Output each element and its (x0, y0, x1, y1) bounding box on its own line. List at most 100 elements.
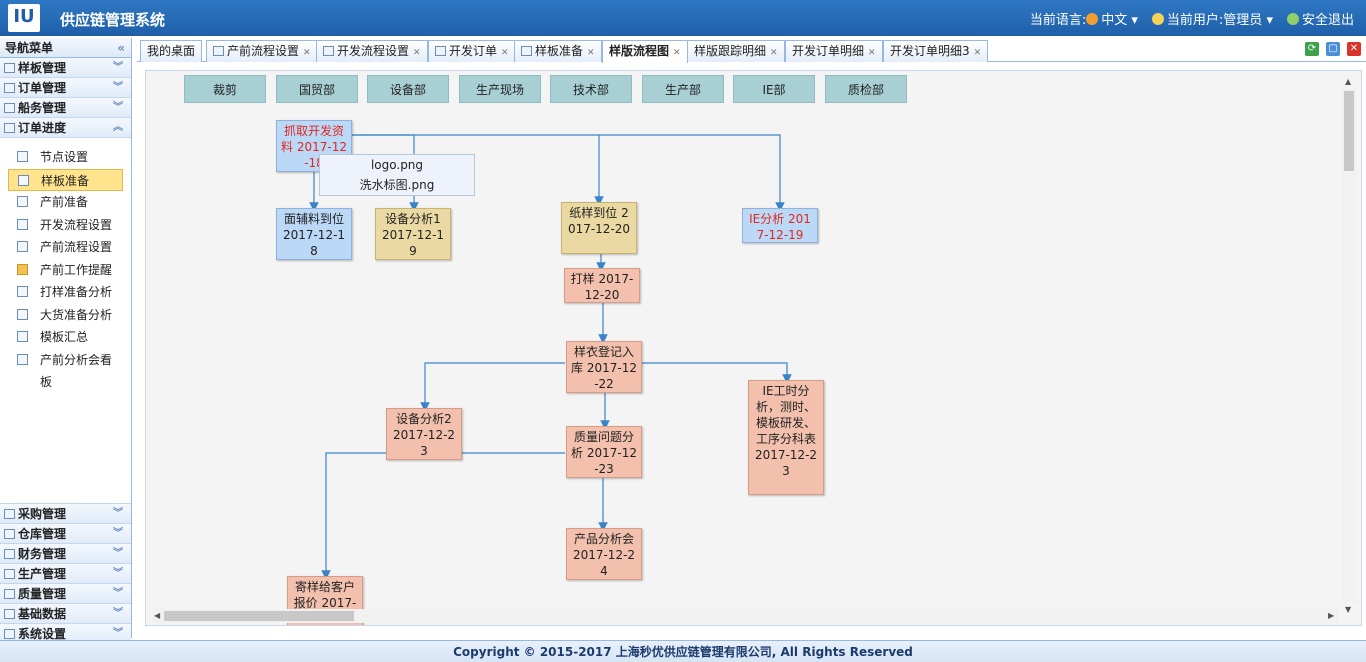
logout-button[interactable]: 安全退出 (1286, 9, 1354, 28)
tab-dev-order-detail[interactable]: 开发订单明细✕ (785, 40, 883, 62)
sidebar-item-preproduction-prep[interactable]: 产前准备 (8, 191, 123, 214)
tab-sample-flowchart[interactable]: 样版流程图✕ (602, 40, 688, 63)
sidebar-group-purchasing[interactable]: 采购管理︾ (0, 504, 131, 524)
folder-icon (4, 103, 15, 113)
chevron-up-icon: ︽ (113, 122, 123, 133)
sidebar-item-node-settings[interactable]: 节点设置 (8, 146, 123, 169)
dept-production: 生产部 (642, 75, 724, 103)
app-logo: IU (8, 4, 40, 32)
item-label: 大货准备分析 (40, 307, 113, 322)
sidebar-item-preproduction-flow-settings[interactable]: 产前流程设置 (8, 236, 123, 259)
flow-node-pattern-ready[interactable]: 纸样到位 2017-12-20 (561, 202, 637, 254)
folder-icon (4, 569, 15, 579)
folder-icon (4, 629, 15, 639)
sidebar-title: 导航菜单 « (0, 38, 131, 58)
collapse-sidebar-icon[interactable]: « (117, 41, 125, 55)
flow-node-quality-analysis[interactable]: 质量问题分析 2017-12-23 (566, 426, 642, 478)
sidebar-item-proofing-analysis[interactable]: 打样准备分析 (8, 281, 123, 304)
close-icon[interactable]: ✕ (673, 48, 681, 58)
tab-dev-flow[interactable]: 开发流程设置✕ (316, 40, 428, 62)
language-selector[interactable]: 当前语言:中文 ▾ (1030, 9, 1138, 28)
close-icon[interactable]: ✕ (868, 48, 876, 58)
item-label: 开发流程设置 (40, 217, 113, 232)
edge-n9-n12 (321, 452, 565, 580)
sidebar-item-work-reminder[interactable]: 产前工作提醒 (8, 259, 123, 282)
tab-my-desktop[interactable]: 我的桌面 (140, 40, 203, 62)
list-icon (17, 196, 28, 207)
flow-node-equipment-analysis-1[interactable]: 设备分析1 2017-12-19 (375, 208, 451, 260)
sidebar-item-bulk-analysis[interactable]: 大货准备分析 (8, 304, 123, 327)
vertical-scroll-thumb[interactable] (1344, 91, 1354, 171)
flow-node-ie-analysis[interactable]: IE分析 2017-12-19 (742, 208, 818, 243)
group-label: 船务管理 (18, 101, 67, 115)
refresh-icon[interactable]: ⟳ (1305, 42, 1319, 56)
tab-dev-order-detail3[interactable]: 开发订单明细3✕ (883, 40, 989, 62)
flow-node-ie-time-study[interactable]: IE工时分析，测时、模板研发、工序分科表 2017-12-23 (748, 380, 824, 495)
tab-label: 样板准备 (535, 44, 584, 58)
sidebar-item-dev-flow-settings[interactable]: 开发流程设置 (8, 214, 123, 237)
flow-node-fabric-ready[interactable]: 面辅料到位 2017-12-18 (276, 208, 352, 260)
user-value: 管理员 (1223, 13, 1263, 28)
folder-icon (4, 589, 15, 599)
tab-sample-tracking[interactable]: 样版跟踪明细✕ (687, 40, 785, 62)
document-icon (17, 331, 28, 342)
chevron-down-icon: ︾ (113, 82, 123, 93)
attachment-wash-label[interactable]: 洗水标图.png (359, 178, 435, 192)
flow-node-sample-storage[interactable]: 样衣登记入库 2017-12-22 (566, 341, 642, 393)
globe-icon (1086, 13, 1099, 25)
chevron-down-icon: ︾ (113, 588, 123, 599)
dept-production-site: 生产现场 (459, 75, 541, 103)
close-icon[interactable]: ✕ (770, 48, 778, 58)
flow-node-product-analysis[interactable]: 产品分析会 2017-12-24 (566, 528, 642, 580)
tab-label: 产前流程设置 (227, 44, 300, 58)
tree-icon (17, 151, 28, 162)
close-icon[interactable]: ✕ (587, 48, 595, 58)
scroll-right-icon[interactable]: ▶ (1328, 611, 1335, 620)
dept-equipment: 设备部 (367, 75, 449, 103)
sidebar-group-quality[interactable]: 质量管理︾ (0, 584, 131, 604)
sidebar-item-template-summary[interactable]: 模板汇总 (8, 326, 123, 349)
item-label: 打样准备分析 (40, 285, 113, 299)
user-menu[interactable]: 当前用户:管理员 ▾ (1151, 9, 1273, 28)
group-label: 系统设置 (18, 627, 67, 641)
folder-icon (4, 549, 15, 559)
folder-icon (4, 83, 15, 93)
sidebar-group-shipping[interactable]: 船务管理︾ (0, 98, 131, 118)
sidebar-item-sample-prep[interactable]: 样板准备 (8, 168, 123, 191)
horizontal-scroll-thumb[interactable] (164, 611, 354, 621)
flowchart-panel: 裁剪 国贸部 设备部 生产现场 技术部 生产部 IE部 质检部 抓取开发资料 2… (145, 70, 1362, 626)
sidebar-item-analysis-board[interactable]: 产前分析会看板 (8, 349, 123, 389)
close-icon[interactable]: ✕ (973, 48, 982, 58)
tab-sample-prep[interactable]: 样板准备✕ (514, 40, 602, 62)
sidebar-group-production[interactable]: 生产管理︾ (0, 564, 131, 584)
maximize-icon[interactable]: ▢ (1326, 42, 1340, 56)
close-icon[interactable]: ✕ (501, 48, 509, 58)
close-icon[interactable]: ✕ (413, 48, 421, 58)
scroll-up-icon[interactable]: ▲ (1345, 77, 1352, 86)
scroll-down-icon[interactable]: ▼ (1345, 605, 1352, 614)
group-label: 仓库管理 (18, 527, 67, 541)
sidebar-group-finance[interactable]: 财务管理︾ (0, 544, 131, 564)
attachment-logo[interactable]: logo.png (370, 158, 424, 172)
group-label: 订单进度 (18, 121, 67, 135)
scroll-left-icon[interactable]: ◀ (154, 611, 161, 620)
sidebar-group-order[interactable]: 订单管理︾ (0, 78, 131, 98)
sidebar-group-warehouse[interactable]: 仓库管理︾ (0, 524, 131, 544)
flow-node-equipment-analysis-2[interactable]: 设备分析2 2017-12-23 (386, 408, 462, 460)
tree-icon (17, 218, 28, 230)
close-icon[interactable]: ✕ (303, 48, 311, 58)
sidebar-group-sample[interactable]: 样板管理︾ (0, 58, 131, 78)
chevron-down-icon: ︾ (113, 62, 123, 73)
folder-icon (4, 609, 15, 619)
flow-node-proofing[interactable]: 打样 2017-12-20 (564, 268, 640, 303)
sidebar-group-system[interactable]: 系统设置︾ (0, 624, 131, 644)
footer-copyright: Copyright © 2015-2017 上海秒优供应链管理有限公司, All… (0, 640, 1366, 662)
sidebar-group-progress[interactable]: 订单进度 ︽ (0, 118, 131, 138)
vertical-scrollbar[interactable]: ▲ ▼ (1342, 77, 1356, 614)
sidebar-group-basedata[interactable]: 基础数据︾ (0, 604, 131, 624)
flow-node-grab-dev-data[interactable]: 抓取开发资料 2017-12-18 (276, 120, 352, 172)
close-all-icon[interactable]: ✕ (1347, 42, 1361, 56)
tab-dev-order[interactable]: 开发订单✕ (428, 40, 516, 62)
horizontal-scrollbar[interactable]: ◀ ▶ (152, 609, 1338, 623)
tab-preproduction-flow[interactable]: 产前流程设置✕ (206, 40, 318, 62)
